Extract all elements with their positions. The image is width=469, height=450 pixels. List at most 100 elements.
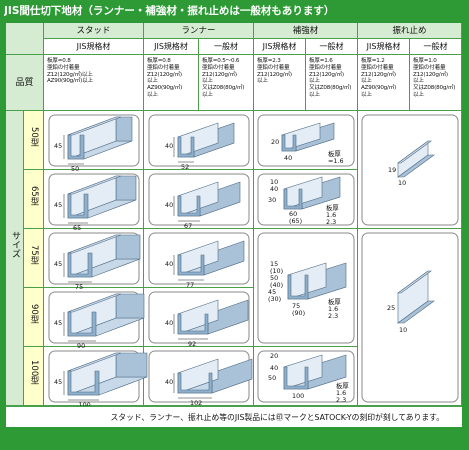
runner-end-4 xyxy=(177,372,213,394)
stud-back-2 xyxy=(115,234,141,260)
page-title: JIS間仕切下地材（ランナー・補強材・振れ止めは一般材もあります） xyxy=(4,5,335,17)
stud-back-0 xyxy=(115,116,133,142)
size-row-75: 75型 xyxy=(24,229,44,288)
reinforce-dim-b-2: 45 (30) xyxy=(268,288,282,303)
reinforce-dim-a2-1: 40 xyxy=(270,185,279,193)
reinforce-end-1 xyxy=(283,188,303,210)
size-row-100: 100型 xyxy=(24,347,44,406)
brace-dim-h-0: 19 xyxy=(388,166,397,174)
subheader-runner-jis: JIS規格材 xyxy=(144,39,199,55)
stud-back-1 xyxy=(115,175,137,201)
quality-reinforce-general: 板厚=1.6 亜鉛の付着量 Z12(120g/㎡) 以上 又はZ08(80g/㎡… xyxy=(306,55,358,111)
runner-end-0 xyxy=(177,136,195,158)
size-row-50: 50型 xyxy=(24,111,44,170)
reinforce-thickness-0: 板厚 =1.6 xyxy=(328,150,344,165)
reinforce-end-3 xyxy=(283,366,309,390)
header-reinforce: 補強材 xyxy=(254,23,358,39)
reinforce-end-0 xyxy=(281,134,297,152)
runner-width-dim-0: 52 xyxy=(181,163,190,171)
stud-height-dim-0: 45 xyxy=(54,142,63,150)
brace-bottom-1 xyxy=(397,300,435,324)
runner-drawings xyxy=(173,122,253,399)
stud-end-0 xyxy=(67,134,85,160)
stud-lip-2 xyxy=(67,234,122,254)
runner-end-2 xyxy=(177,254,205,276)
footer-note: スタッド、ランナー、振れ止め等のJIS製品には㊞マークとSATOCK-Yの刻印が… xyxy=(6,406,462,427)
size-label-cell: サイズ xyxy=(6,111,24,406)
stud-end-4 xyxy=(67,370,100,396)
stud-width-dim-1: 65 xyxy=(73,224,82,232)
stud-end-3 xyxy=(67,311,97,337)
quality-runner-jis: 板厚=0.8 亜鉛の付着量 Z12(120g/㎡) 以上 AZ90(90g/㎡)… xyxy=(144,55,199,111)
reinforce-dim-b-1: 30 xyxy=(268,196,277,204)
size-label: サイズ xyxy=(10,231,20,258)
reinforce-dim-a2-3: 40 xyxy=(270,364,279,372)
stud-lip-4 xyxy=(67,352,122,372)
stud-end-2 xyxy=(67,252,93,278)
stud-height-dim-4: 45 xyxy=(54,378,63,386)
stud-height-dim-2: 45 xyxy=(54,260,63,268)
runner-height-dim-3: 40 xyxy=(165,319,174,327)
quality-stud: 板厚=0.8 亜鉛の付着量 Z12(120g/㎡)以上 AZ90(90g/㎡)以… xyxy=(44,55,144,111)
stud-lip-3 xyxy=(67,293,122,313)
stud-back-3 xyxy=(115,293,145,319)
reinforce-dim-a-2: 15 (10) xyxy=(270,260,284,275)
corner-cell xyxy=(6,23,44,55)
reinforce-thickness-3: 板厚 1.6 2.3 xyxy=(336,382,349,404)
stud-width-dim-3: 90 xyxy=(77,342,86,350)
subheader-brace-general: 一般材 xyxy=(410,39,462,55)
quality-reinforce-jis: 板厚=2.3 亜鉛の付着量 Z12(120g/㎡) 以上 xyxy=(254,55,306,111)
stud-width-dim-0: 50 xyxy=(71,165,80,173)
reinforce-dim-b-3: 50 xyxy=(268,374,277,382)
stud-lip-1 xyxy=(67,175,122,195)
runner-height-dim-0: 40 xyxy=(165,142,174,150)
runner-width-dim-2: 77 xyxy=(186,281,195,289)
reinforce-drawings xyxy=(281,122,347,390)
reinforce-dim-a-3: 20 xyxy=(270,352,279,360)
runner-height-dim-1: 40 xyxy=(165,201,174,209)
stud-width-dim-4: 100 xyxy=(78,401,91,409)
brace-bottom-0 xyxy=(397,154,435,178)
reinforce-end-2 xyxy=(287,274,309,300)
stud-lip-0 xyxy=(67,116,122,136)
reinforce-dim-a-1: 10 xyxy=(270,178,279,186)
header-stud: スタッド xyxy=(44,23,144,39)
size-65-label: 65型 xyxy=(29,186,39,206)
brace-lip-0 xyxy=(397,140,432,164)
size-75-label: 75型 xyxy=(29,245,39,265)
drawings-layer xyxy=(48,114,459,403)
runner-end-3 xyxy=(177,313,209,335)
reinforce-dim-a-0: 20 xyxy=(271,138,280,146)
reinforce-thickness-1: 板厚 1.6 2.3 xyxy=(326,204,339,226)
brace-dim-w-0: 10 xyxy=(398,179,407,187)
subheader-brace-jis: JIS規格材 xyxy=(358,39,410,55)
stud-height-dim-1: 45 xyxy=(54,201,63,209)
stud-back-4 xyxy=(115,352,148,378)
stud-height-dim-3: 45 xyxy=(54,319,63,327)
reinforce-dim-w-2: 75 (90) xyxy=(292,302,306,317)
size-100-label: 100型 xyxy=(29,360,39,385)
header-brace: 振れ止め xyxy=(358,23,462,39)
reinforce-dim-w-1: 60 (65) xyxy=(289,210,303,225)
subheader-reinforce-jis: JIS規格材 xyxy=(254,39,306,55)
runner-height-dim-4: 40 xyxy=(165,378,174,386)
brace-lip-1 xyxy=(397,270,432,294)
size-50-label: 50型 xyxy=(29,127,39,147)
reinforce-dim-b-0: 40 xyxy=(284,154,293,162)
size-row-90: 90型 xyxy=(24,288,44,347)
brace-dim-h-1: 25 xyxy=(387,304,396,312)
header-runner: ランナー xyxy=(144,23,254,39)
quality-brace-jis: 板厚=1.2 亜鉛の付着量 Z12(120g/㎡) 以上 AZ90(90g/㎡)… xyxy=(358,55,410,111)
brace-dim-w-1: 10 xyxy=(399,326,408,334)
quality-label: 品質 xyxy=(6,55,44,111)
runner-width-dim-4: 102 xyxy=(190,399,203,407)
stud-end-1 xyxy=(67,193,89,219)
runner-height-dim-2: 40 xyxy=(165,260,174,268)
size-row-65: 65型 xyxy=(24,170,44,229)
stud-width-dim-2: 75 xyxy=(75,283,84,291)
subheader-reinforce-general: 一般材 xyxy=(306,39,358,55)
stud-drawings xyxy=(63,116,148,401)
brace-drawings xyxy=(397,140,435,324)
size-90-label: 90型 xyxy=(29,304,39,324)
